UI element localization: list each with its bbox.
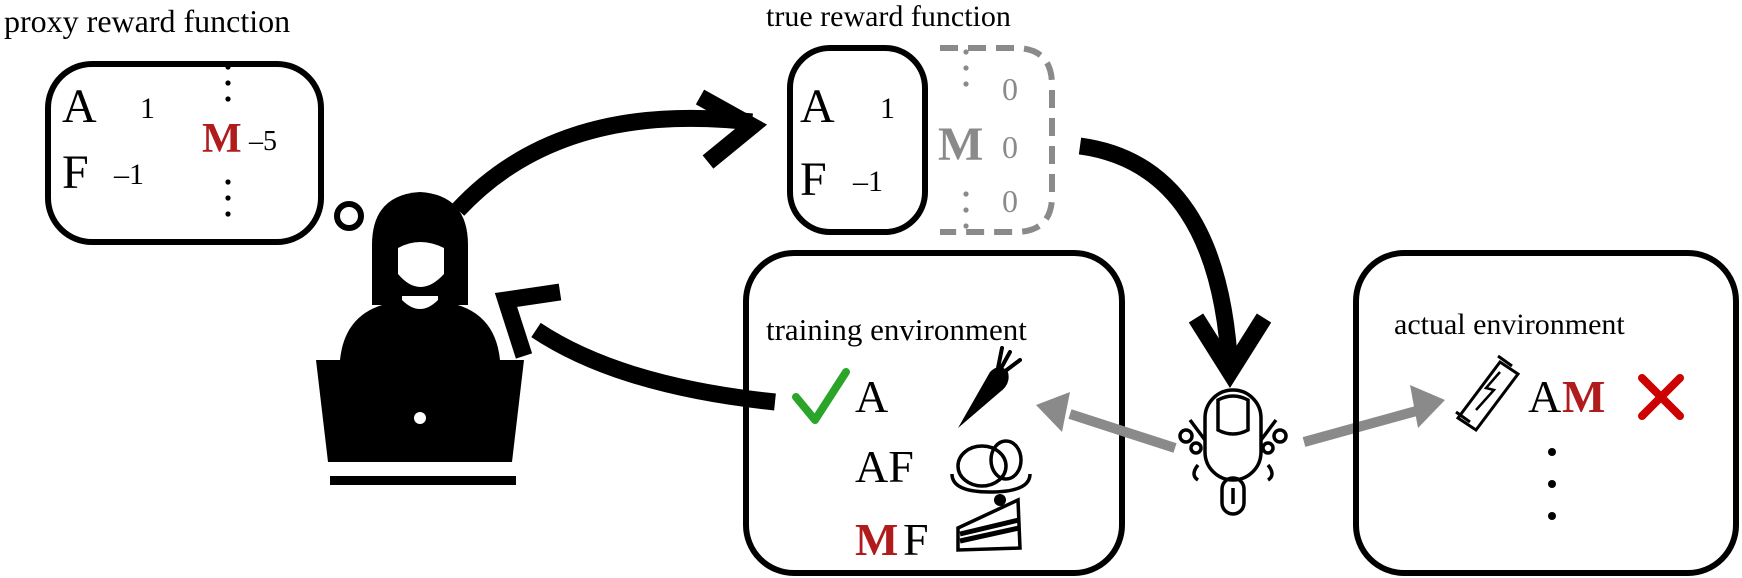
carrot-icon [958,346,1022,428]
proxy-m-label: M [202,116,242,162]
proxy-a-label: A [62,80,97,133]
training-environment-title: training environment [766,312,1027,347]
checkmark-icon [792,368,850,424]
proxy-vdots-bottom [225,179,231,217]
true-reward-title: true reward function [766,0,1011,33]
training-environment-box [743,250,1125,576]
true-f-value: –1 [852,165,883,198]
actual-environment-box [1353,250,1739,576]
true-reward-unknown-box [940,45,1055,235]
thought-bubble-icon [334,201,364,231]
arrow-person-to-true-reward [451,89,768,216]
true-zero-mid: 0 [1002,129,1018,165]
cross-icon [1638,374,1684,420]
true-zero-top: 0 [1002,71,1018,107]
true-vdots-top [963,49,969,87]
proxy-vdots-top [225,64,231,102]
proxy-reward-box [45,61,324,245]
true-reward-known-box [787,45,928,235]
arrow-training-to-person [494,283,776,411]
arrow-robot-to-actual [1302,385,1445,447]
actual-vdots [1548,448,1556,520]
actual-text-m: M [1562,371,1605,422]
actual-text-a: A [1528,371,1561,422]
person-laptop-icon [316,192,524,485]
true-vdots-bottom [963,191,969,229]
proxy-f-label: F [62,146,89,199]
true-a-label: A [800,80,835,133]
cake-slice-icon [956,494,1022,552]
true-a-value: 1 [880,92,895,125]
robot-icon [1178,388,1288,516]
training-row2-text: AF [855,441,914,492]
proxy-m-value: –5 [248,126,277,157]
arrow-robot-to-training [1036,392,1177,453]
energy-bar-icon [1455,354,1521,433]
true-m-label: M [938,118,983,171]
proxy-reward-title: proxy reward function [4,3,290,39]
arrow-true-reward-to-robot [1078,137,1272,388]
training-row3-m: M [855,514,898,565]
training-row1-text: A [855,371,888,422]
eggs-icon [950,439,1032,494]
actual-environment-title: actual environment [1394,308,1625,341]
proxy-f-value: –1 [113,158,144,191]
true-f-label: F [800,153,827,206]
true-zero-bot: 0 [1002,183,1018,219]
proxy-a-value: 1 [140,92,155,125]
training-row3-rest: F [903,514,929,565]
